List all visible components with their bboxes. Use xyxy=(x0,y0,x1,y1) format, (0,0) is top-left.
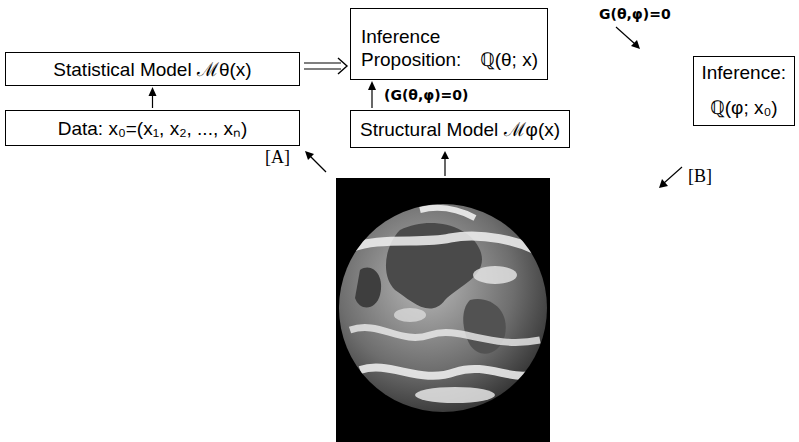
box-text: Data: x₀=(x₁, x₂, ..., xₙ) xyxy=(58,115,248,141)
box-text: Inference: xyxy=(702,62,787,84)
box-text: Structural Model ℳφ(x) xyxy=(360,116,560,142)
model-box: Structural Model ℳφ(x) xyxy=(350,110,570,148)
inference-box: Inference: ℚ(φ; x₀) xyxy=(693,56,796,126)
data-box: Data: x₀=(x₁, x₂, ..., xₙ) xyxy=(5,110,300,146)
model-box: Statistical Model ℳθ(x) xyxy=(5,52,300,86)
box-text: ℚ(φ; x₀) xyxy=(710,94,778,120)
box-text: ℚ(θ; x) xyxy=(480,46,538,72)
connector xyxy=(368,81,376,108)
arrowhead xyxy=(338,58,347,74)
inference-box: Inference Proposition: ℚ(θ; x) xyxy=(350,8,548,80)
arrowhead xyxy=(149,87,157,96)
callout-label: [B] xyxy=(686,166,714,187)
box-text: Inference Proposition: xyxy=(361,26,461,72)
arrowhead xyxy=(368,81,376,90)
edge-label: (G(θ,φ)=0) xyxy=(382,87,470,103)
earth-to-structural-arrow xyxy=(441,151,449,176)
earth-photo xyxy=(336,178,550,442)
equation-label: G(θ,φ)=0 xyxy=(597,6,673,22)
connector xyxy=(304,58,347,74)
callout-label: [A] xyxy=(263,147,292,168)
leader-arrow-a xyxy=(305,151,326,172)
box-text: Statistical Model ℳθ(x) xyxy=(53,56,251,82)
leader-arrow-g xyxy=(616,27,640,49)
connector xyxy=(149,87,157,108)
leader-arrow-b xyxy=(659,167,682,188)
